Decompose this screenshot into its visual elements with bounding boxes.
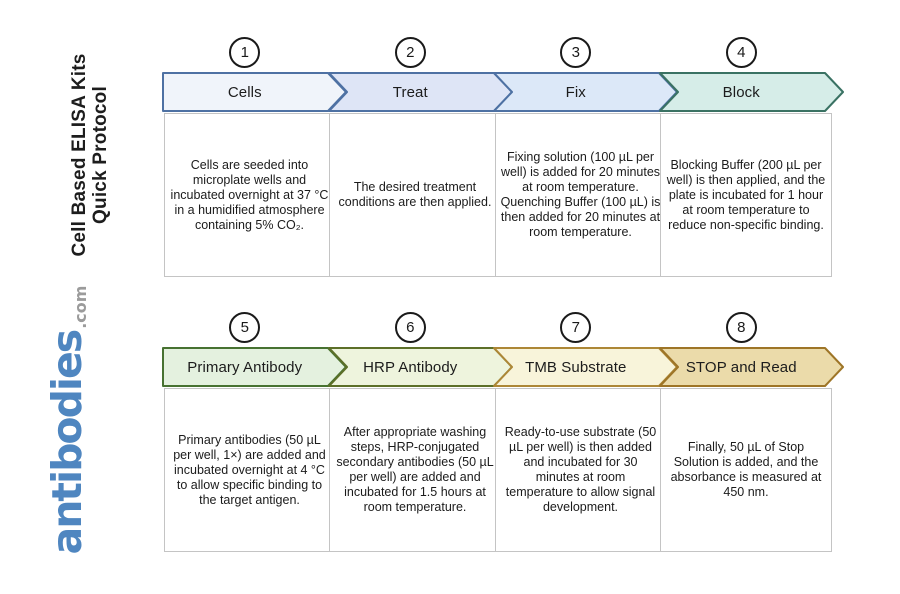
step-5-primary-antibody: 5 Primary Antibody Primary antibodies (5… — [162, 312, 347, 557]
step-4-number-badge: 4 — [725, 37, 757, 68]
page-title-line1: Cell Based ELISA Kits — [69, 53, 90, 257]
step-3-description: Fixing solution (100 µL per well) is add… — [500, 150, 661, 239]
step-6-hrp-antibody: 6 HRP Antibody After appropriate washing… — [327, 312, 513, 557]
step-6-description-box: After appropriate washing steps, HRP-con… — [329, 388, 501, 552]
step-7-number-badge: 7 — [560, 312, 592, 343]
step-6-number: 6 — [406, 319, 415, 336]
step-4-header-label: Block — [722, 83, 760, 101]
step-1-number: 1 — [240, 44, 249, 61]
step-8-number-badge: 8 — [725, 312, 757, 343]
brand-logo-tld: .com — [71, 285, 90, 329]
step-3-number-badge: 3 — [560, 37, 592, 68]
step-4-arrow-shape — [658, 72, 844, 112]
step-5-description: Primary antibodies (50 µL per well, 1×) … — [173, 432, 326, 507]
step-8-number: 8 — [737, 319, 746, 336]
step-8-header-label: STOP and Read — [685, 358, 797, 376]
step-3-number: 3 — [571, 44, 580, 61]
step-8-arrow-shape — [658, 347, 844, 387]
page-title-line2: Quick Protocol — [90, 86, 111, 224]
step-4-block: 4 Block Blocking Buffer (200 µL per well… — [658, 37, 844, 282]
step-5-number: 5 — [240, 319, 249, 336]
brand-logo: antibodies .com — [43, 260, 143, 580]
step-1-number-badge: 1 — [229, 37, 261, 68]
step-2-number-badge: 2 — [394, 37, 426, 68]
step-7-header-label: TMB Substrate — [525, 358, 627, 376]
step-6-number-badge: 6 — [394, 312, 426, 343]
step-3-header-label: Fix — [565, 83, 586, 101]
step-1-cells: 1 Cells Cells are seeded into microplate… — [162, 37, 347, 282]
step-7-description-box: Ready-to-use substrate (50 µL per well) … — [494, 388, 667, 552]
brand-logo-wordmark: antibodies — [43, 330, 91, 555]
step-7-tmb-substrate: 7 TMB Substrate Ready-to-use substrate (… — [493, 312, 678, 557]
step-2-description-box: The desired treatment conditions are the… — [329, 113, 501, 277]
step-5-header-label: Primary Antibody — [187, 358, 303, 376]
step-8-description: Finally, 50 µL of Stop Solution is added… — [670, 440, 822, 499]
step-7-description: Ready-to-use substrate (50 µL per well) … — [504, 425, 657, 514]
step-8-description-box: Finally, 50 µL of Stop Solution is added… — [660, 388, 832, 552]
step-7-number: 7 — [571, 319, 580, 336]
step-3-description-box: Fixing solution (100 µL per well) is add… — [494, 113, 667, 277]
step-4-number: 4 — [737, 44, 746, 61]
step-2-description: The desired treatment conditions are the… — [338, 180, 492, 209]
step-2-treat: 2 Treat The desired treatment conditions… — [327, 37, 513, 282]
step-3-fix: 3 Fix Fixing solution (100 µL per well) … — [493, 37, 678, 282]
step-5-description-box: Primary antibodies (50 µL per well, 1×) … — [163, 388, 336, 552]
step-8-stop-and-read: 8 STOP and Read Finally, 50 µL of Stop S… — [658, 312, 844, 557]
step-6-description: After appropriate washing steps, HRP-con… — [336, 425, 494, 514]
step-2-number: 2 — [406, 44, 415, 61]
step-4-description-box: Blocking Buffer (200 µL per well) is the… — [660, 113, 832, 277]
step-4-description: Blocking Buffer (200 µL per well) is the… — [666, 157, 826, 232]
step-5-number-badge: 5 — [229, 312, 261, 343]
step-6-header-label: HRP Antibody — [363, 358, 458, 376]
step-1-description-box: Cells are seeded into microplate wells a… — [163, 113, 336, 277]
step-1-description: Cells are seeded into microplate wells a… — [170, 157, 329, 232]
page-title: Cell Based ELISA Kits Quick Protocol — [69, 35, 113, 275]
step-1-header-label: Cells — [227, 83, 262, 101]
step-2-header-label: Treat — [392, 83, 428, 101]
